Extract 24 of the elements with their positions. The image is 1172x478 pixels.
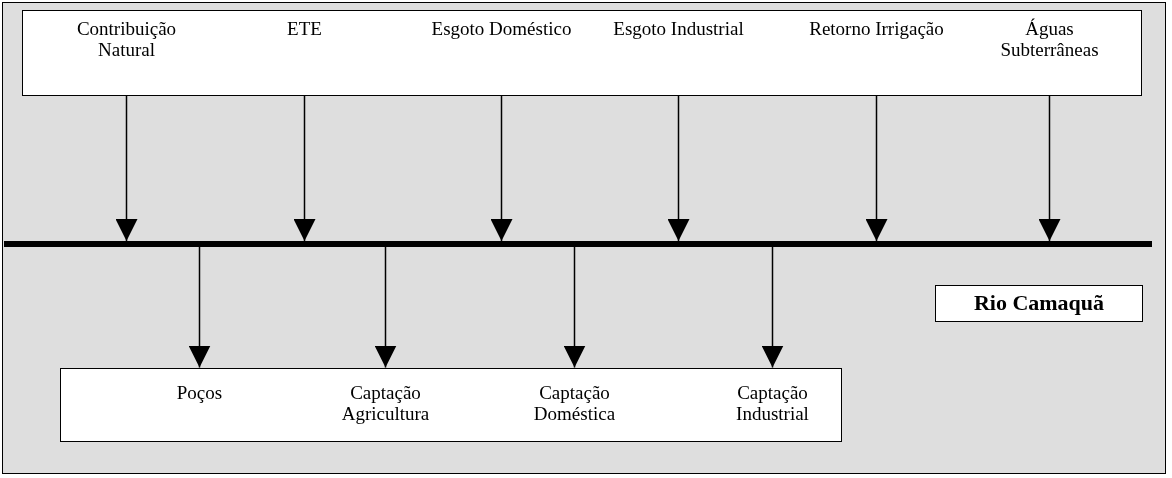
arrow [563, 246, 586, 369]
use-label: Captação Agricultura [340, 381, 431, 426]
arrow [490, 94, 513, 242]
arrow [374, 246, 397, 369]
arrow [667, 94, 690, 242]
arrow [761, 246, 784, 369]
panel-box [22, 10, 1142, 96]
arrow [115, 94, 138, 242]
use-label: Captação Industrial [735, 381, 810, 426]
source-label: Esgoto Industrial [613, 17, 744, 40]
arrow [865, 94, 888, 242]
river-label: Rio Camaquã [935, 285, 1143, 322]
source-label: Retorno Irrigação [809, 17, 944, 40]
source-label: ETE [287, 17, 322, 40]
arrow [293, 94, 316, 242]
source-label: Esgoto Doméstico [431, 17, 572, 40]
arrow [1038, 94, 1061, 242]
source-label: Águas Subterrâneas [999, 17, 1100, 62]
panel-box [60, 368, 842, 442]
use-label: Captação Doméstica [532, 381, 617, 426]
use-label: Poços [176, 381, 223, 404]
source-label: Contribuição Natural [75, 17, 178, 62]
arrow [188, 246, 211, 369]
river-bar [4, 241, 1152, 247]
